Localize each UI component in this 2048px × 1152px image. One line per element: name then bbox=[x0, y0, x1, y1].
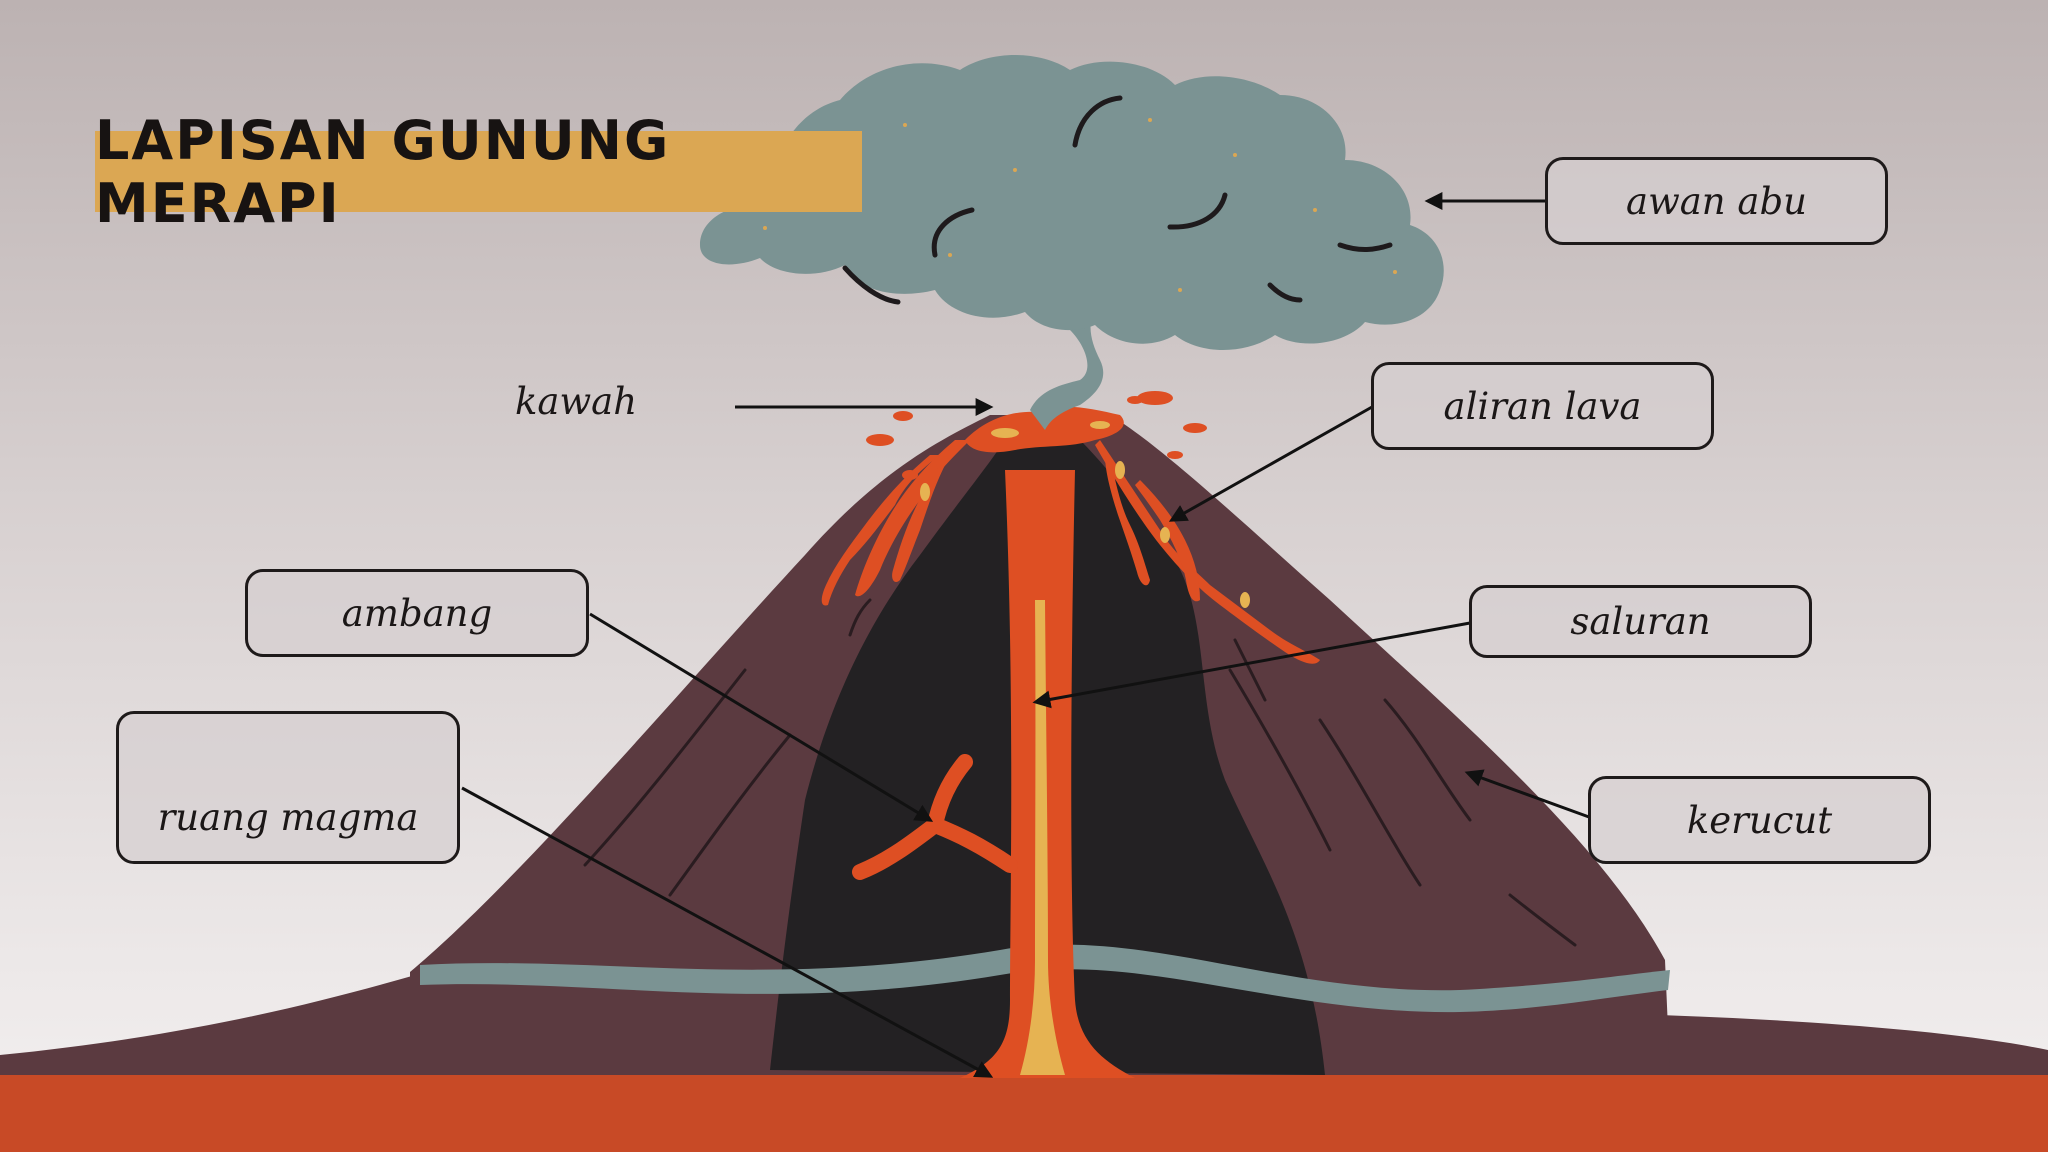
lava-conduit bbox=[960, 470, 1135, 1078]
lava-highlights bbox=[920, 421, 1250, 608]
label-ambang: ambang bbox=[341, 591, 493, 635]
arrow-ruang-magma bbox=[461, 786, 994, 1078]
rock-strata-band bbox=[420, 944, 1670, 1013]
label-awan-abu: awan abu bbox=[1626, 179, 1807, 223]
label-box-kerucut: kerucut bbox=[1588, 776, 1931, 864]
arrow-ambang bbox=[589, 612, 934, 822]
label-box-aliran-lava: aliran lava bbox=[1371, 362, 1714, 450]
label-saluran: saluran bbox=[1570, 600, 1711, 643]
label-box-ambang: ambang bbox=[245, 569, 589, 657]
ash-cloud-specks bbox=[763, 118, 1397, 292]
title-banner: LAPISAN GUNUNG MERAPI bbox=[95, 109, 862, 235]
ash-cloud bbox=[700, 55, 1444, 430]
lava-sill bbox=[852, 754, 1018, 880]
label-arrows bbox=[461, 192, 1590, 1078]
lava-flows-left bbox=[821, 411, 970, 606]
label-box-saluran: saluran bbox=[1469, 585, 1812, 658]
label-kawah: kawah bbox=[515, 380, 638, 423]
diagram-title: LAPISAN GUNUNG MERAPI bbox=[95, 108, 671, 235]
crater-lava bbox=[965, 406, 1124, 453]
arrow-aliran-lava bbox=[1168, 405, 1373, 522]
arrow-kerucut bbox=[1464, 769, 1590, 819]
lava-flows-right bbox=[1095, 391, 1320, 664]
label-box-awan-abu: awan abu bbox=[1545, 157, 1888, 245]
ground bbox=[0, 1075, 2048, 1152]
label-aliran-lava: aliran lava bbox=[1443, 384, 1642, 428]
label-ruang-magma: ruang magma bbox=[157, 796, 419, 839]
magma-core bbox=[1020, 600, 1065, 1075]
arrow-saluran bbox=[1032, 621, 1471, 709]
label-kerucut: kerucut bbox=[1686, 798, 1833, 842]
label-box-ruang-magma: ruang magma bbox=[116, 711, 460, 864]
ash-cloud-strokes bbox=[842, 95, 1393, 305]
